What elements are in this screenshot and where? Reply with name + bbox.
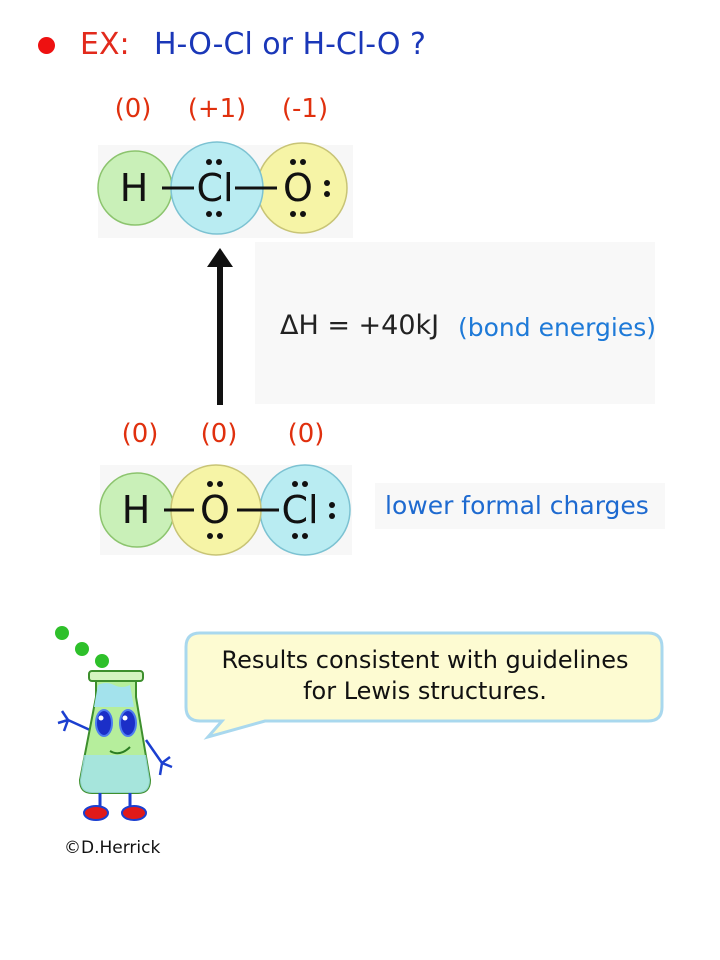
title-question: H-O-Cl or H-Cl-O ? — [154, 27, 426, 62]
reaction-arrow — [207, 248, 233, 405]
credit-label: ©D.Herrick — [64, 838, 161, 858]
atom-label-h: H — [122, 488, 151, 532]
lower-charges-panel — [375, 483, 665, 529]
atom-label-o: O — [200, 488, 230, 532]
molecule-h-cl-o: H Cl O — [97, 141, 353, 238]
top-charge-cl: (+1) — [187, 94, 247, 124]
delta-h-label: ΔH = +40kJ — [280, 310, 440, 341]
lone-pairs-top — [206, 159, 330, 217]
top-charge-o: (-1) — [281, 94, 329, 124]
flask-mascot-icon — [55, 626, 173, 821]
lower-formal-charges-note: lower formal charges — [385, 491, 649, 520]
bond-energies-note: (bond energies) — [458, 313, 656, 342]
top-charge-h: (0) — [114, 94, 152, 124]
lone-pairs-bottom — [207, 481, 335, 539]
bubble-line-2: for Lewis structures. — [303, 677, 547, 705]
molecule-h-o-cl: H O Cl — [99, 464, 352, 556]
bubble-line-1: Results consistent with guidelines — [221, 646, 629, 674]
title-bullet — [38, 37, 55, 54]
bottom-charge-o: (0) — [200, 419, 238, 449]
speech-bubble — [184, 631, 664, 740]
bubble-text: Results consistent with guidelines for L… — [200, 645, 650, 707]
atom-label-o: O — [283, 166, 313, 210]
atom-label-h: H — [120, 166, 149, 210]
title-ex-label: EX: — [80, 27, 130, 62]
energy-panel — [255, 242, 655, 404]
atom-label-cl: Cl — [196, 166, 233, 210]
atom-label-cl: Cl — [281, 488, 318, 532]
bottom-charge-cl: (0) — [287, 419, 325, 449]
bottom-charge-h: (0) — [121, 419, 159, 449]
